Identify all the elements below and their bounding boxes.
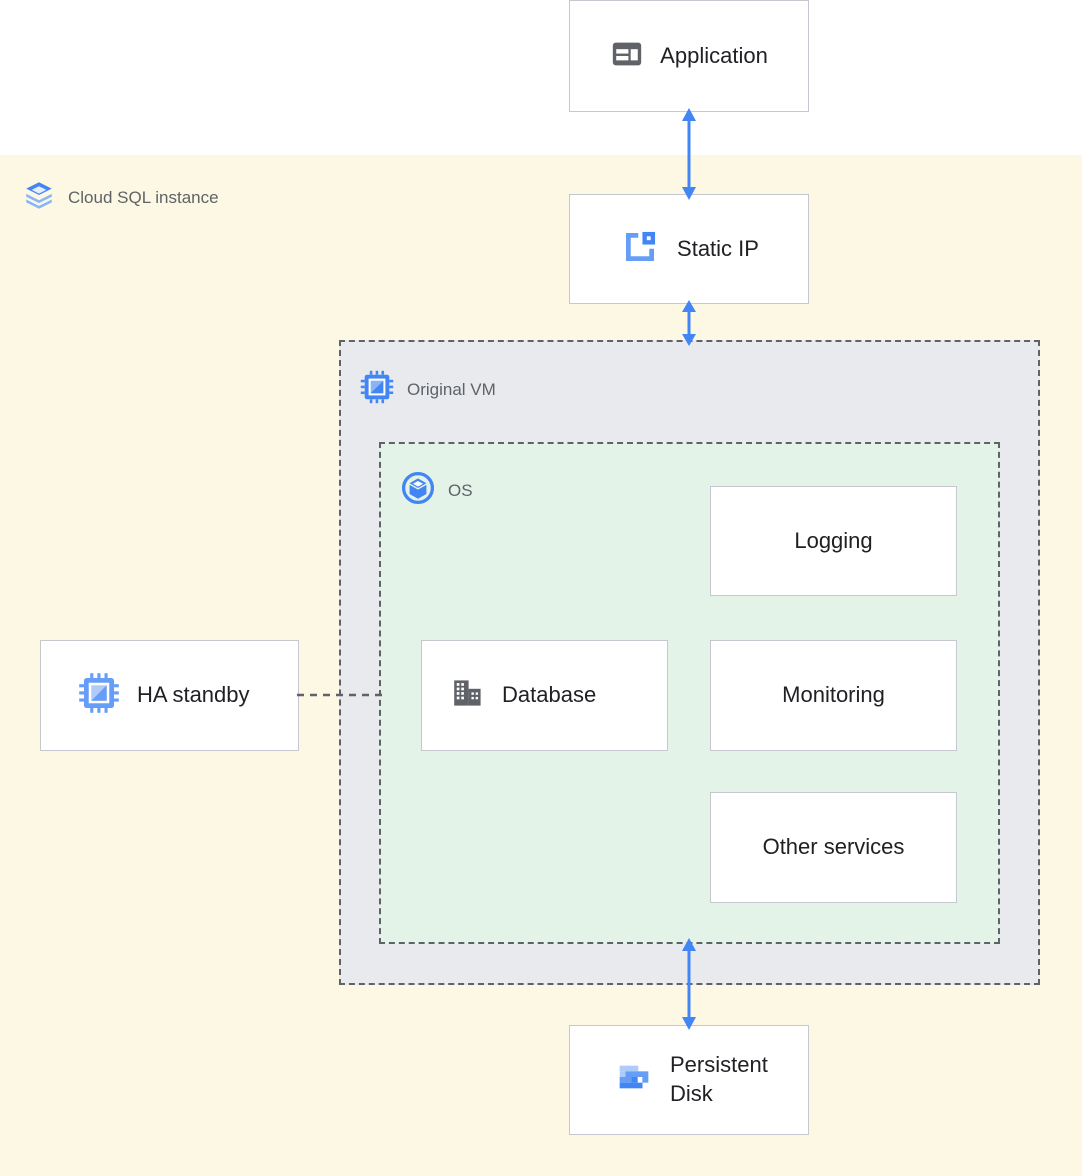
region-label-text: OS — [448, 480, 473, 500]
node-persistent-disk[interactable]: Persistent Disk — [569, 1025, 809, 1135]
node-logging[interactable]: Logging — [710, 486, 957, 596]
application-window-icon — [610, 37, 644, 76]
node-label: Other services — [762, 834, 905, 860]
cloud-sql-stack-icon — [22, 178, 56, 217]
node-label: Monitoring — [782, 682, 885, 708]
node-other-services[interactable]: Other services — [710, 792, 957, 903]
region-label-text: Cloud SQL instance — [68, 187, 219, 207]
node-static-ip[interactable]: Static IP — [569, 194, 809, 304]
region-label-text: Original VM — [407, 379, 496, 399]
ha-standby-chip-icon — [77, 671, 121, 720]
node-ha-standby[interactable]: HA standby — [40, 640, 299, 751]
vm-chip-icon — [359, 369, 395, 410]
node-label: Static IP — [677, 235, 759, 261]
region-label-cloud-sql-instance: Cloud SQL instance — [22, 178, 219, 217]
os-circle-cube-icon — [400, 470, 436, 511]
connector-static-ip-to-original-vm — [682, 300, 696, 346]
node-monitoring[interactable]: Monitoring — [710, 640, 957, 751]
node-label: HA standby — [137, 682, 250, 708]
region-label-original-vm: Original VM — [359, 369, 496, 410]
database-building-icon — [450, 675, 486, 716]
region-label-os: OS — [400, 470, 473, 511]
node-application[interactable]: Application — [569, 0, 809, 112]
node-label: Logging — [794, 527, 873, 553]
node-label: Persistent Disk — [670, 1052, 768, 1106]
node-label: Application — [660, 42, 768, 68]
connector-application-to-static-ip — [682, 108, 696, 200]
node-label: Database — [502, 682, 597, 708]
connector-ha-standby-to-database — [297, 693, 387, 697]
persistent-disk-icon — [614, 1058, 654, 1103]
connector-os-to-persistent-disk — [682, 938, 696, 1030]
static-ip-icon — [619, 226, 661, 273]
node-database[interactable]: Database — [421, 640, 668, 751]
